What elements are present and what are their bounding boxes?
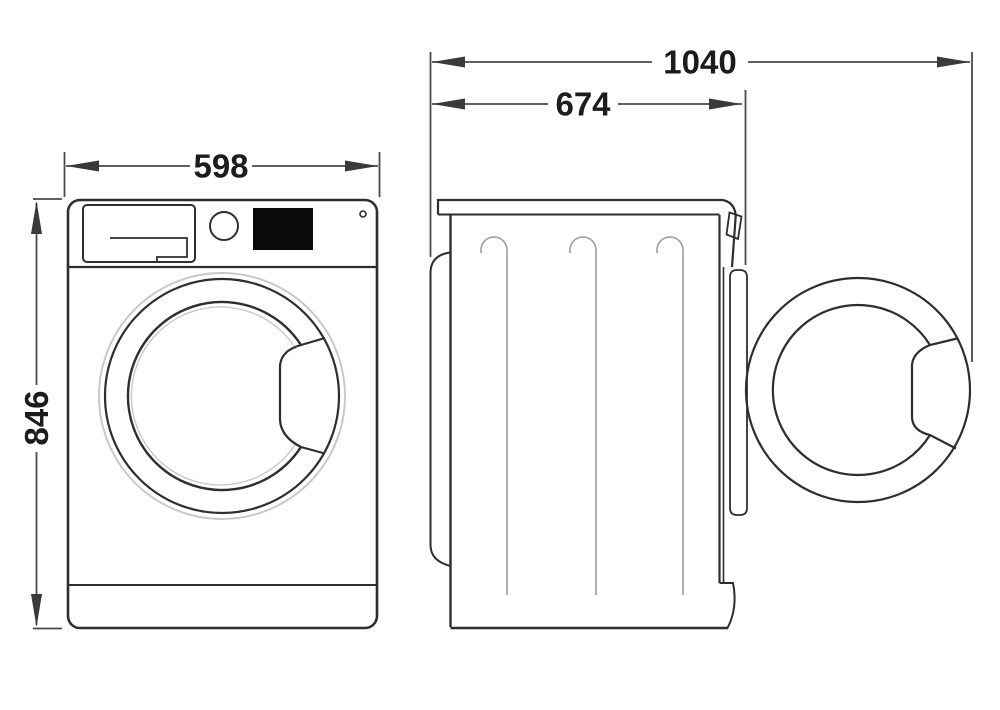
side-panel-grooves [480,236,684,595]
dimension-depth-body: 674 [432,86,747,265]
door-handle-recess [278,336,326,455]
porthole-door [98,272,346,520]
arrow-right [709,98,742,110]
arrow-right [345,160,378,172]
panel-screw-dot [359,210,367,218]
depth-body-label: 674 [555,86,611,123]
arrow-down [31,594,42,627]
door-window [126,300,302,492]
display-screen [253,208,313,250]
side-panel-wedge [725,211,743,241]
side-back-bulge [429,251,451,567]
detergent-drawer [82,204,196,263]
front-cabinet-outline [66,198,379,630]
height-label: 846 [18,390,55,445]
groove-3 [656,236,684,595]
arrow-left [432,98,465,110]
door-outer-ring [103,277,341,515]
open-door-inner-circle [771,303,931,477]
width-label: 598 [193,148,248,185]
side-front-foot-curve [719,582,736,629]
program-knob [209,211,239,241]
depth-total-label: 1040 [663,44,736,81]
dimension-width: 598 [63,148,381,197]
open-door-outer-circle [744,276,972,504]
door-window-echo [130,306,297,486]
arrow-right [937,56,970,68]
arrow-left [432,56,465,68]
dimension-depth-total: 1040 [429,44,973,362]
arrow-up [31,201,42,234]
dimension-height: 846 [18,198,62,630]
side-view [429,198,972,630]
open-door [744,276,972,504]
side-top-lid [436,198,737,268]
arrow-left [66,160,99,172]
front-view [66,198,379,630]
detergent-drawer-handle [110,237,188,262]
groove-1 [480,236,508,595]
door-outer-ring-light [98,272,346,520]
open-door-hinge-strip [729,269,748,516]
dimensions: 598 846 1040 67 [18,44,973,630]
groove-2 [569,236,597,595]
open-door-handle-recess [910,337,958,450]
